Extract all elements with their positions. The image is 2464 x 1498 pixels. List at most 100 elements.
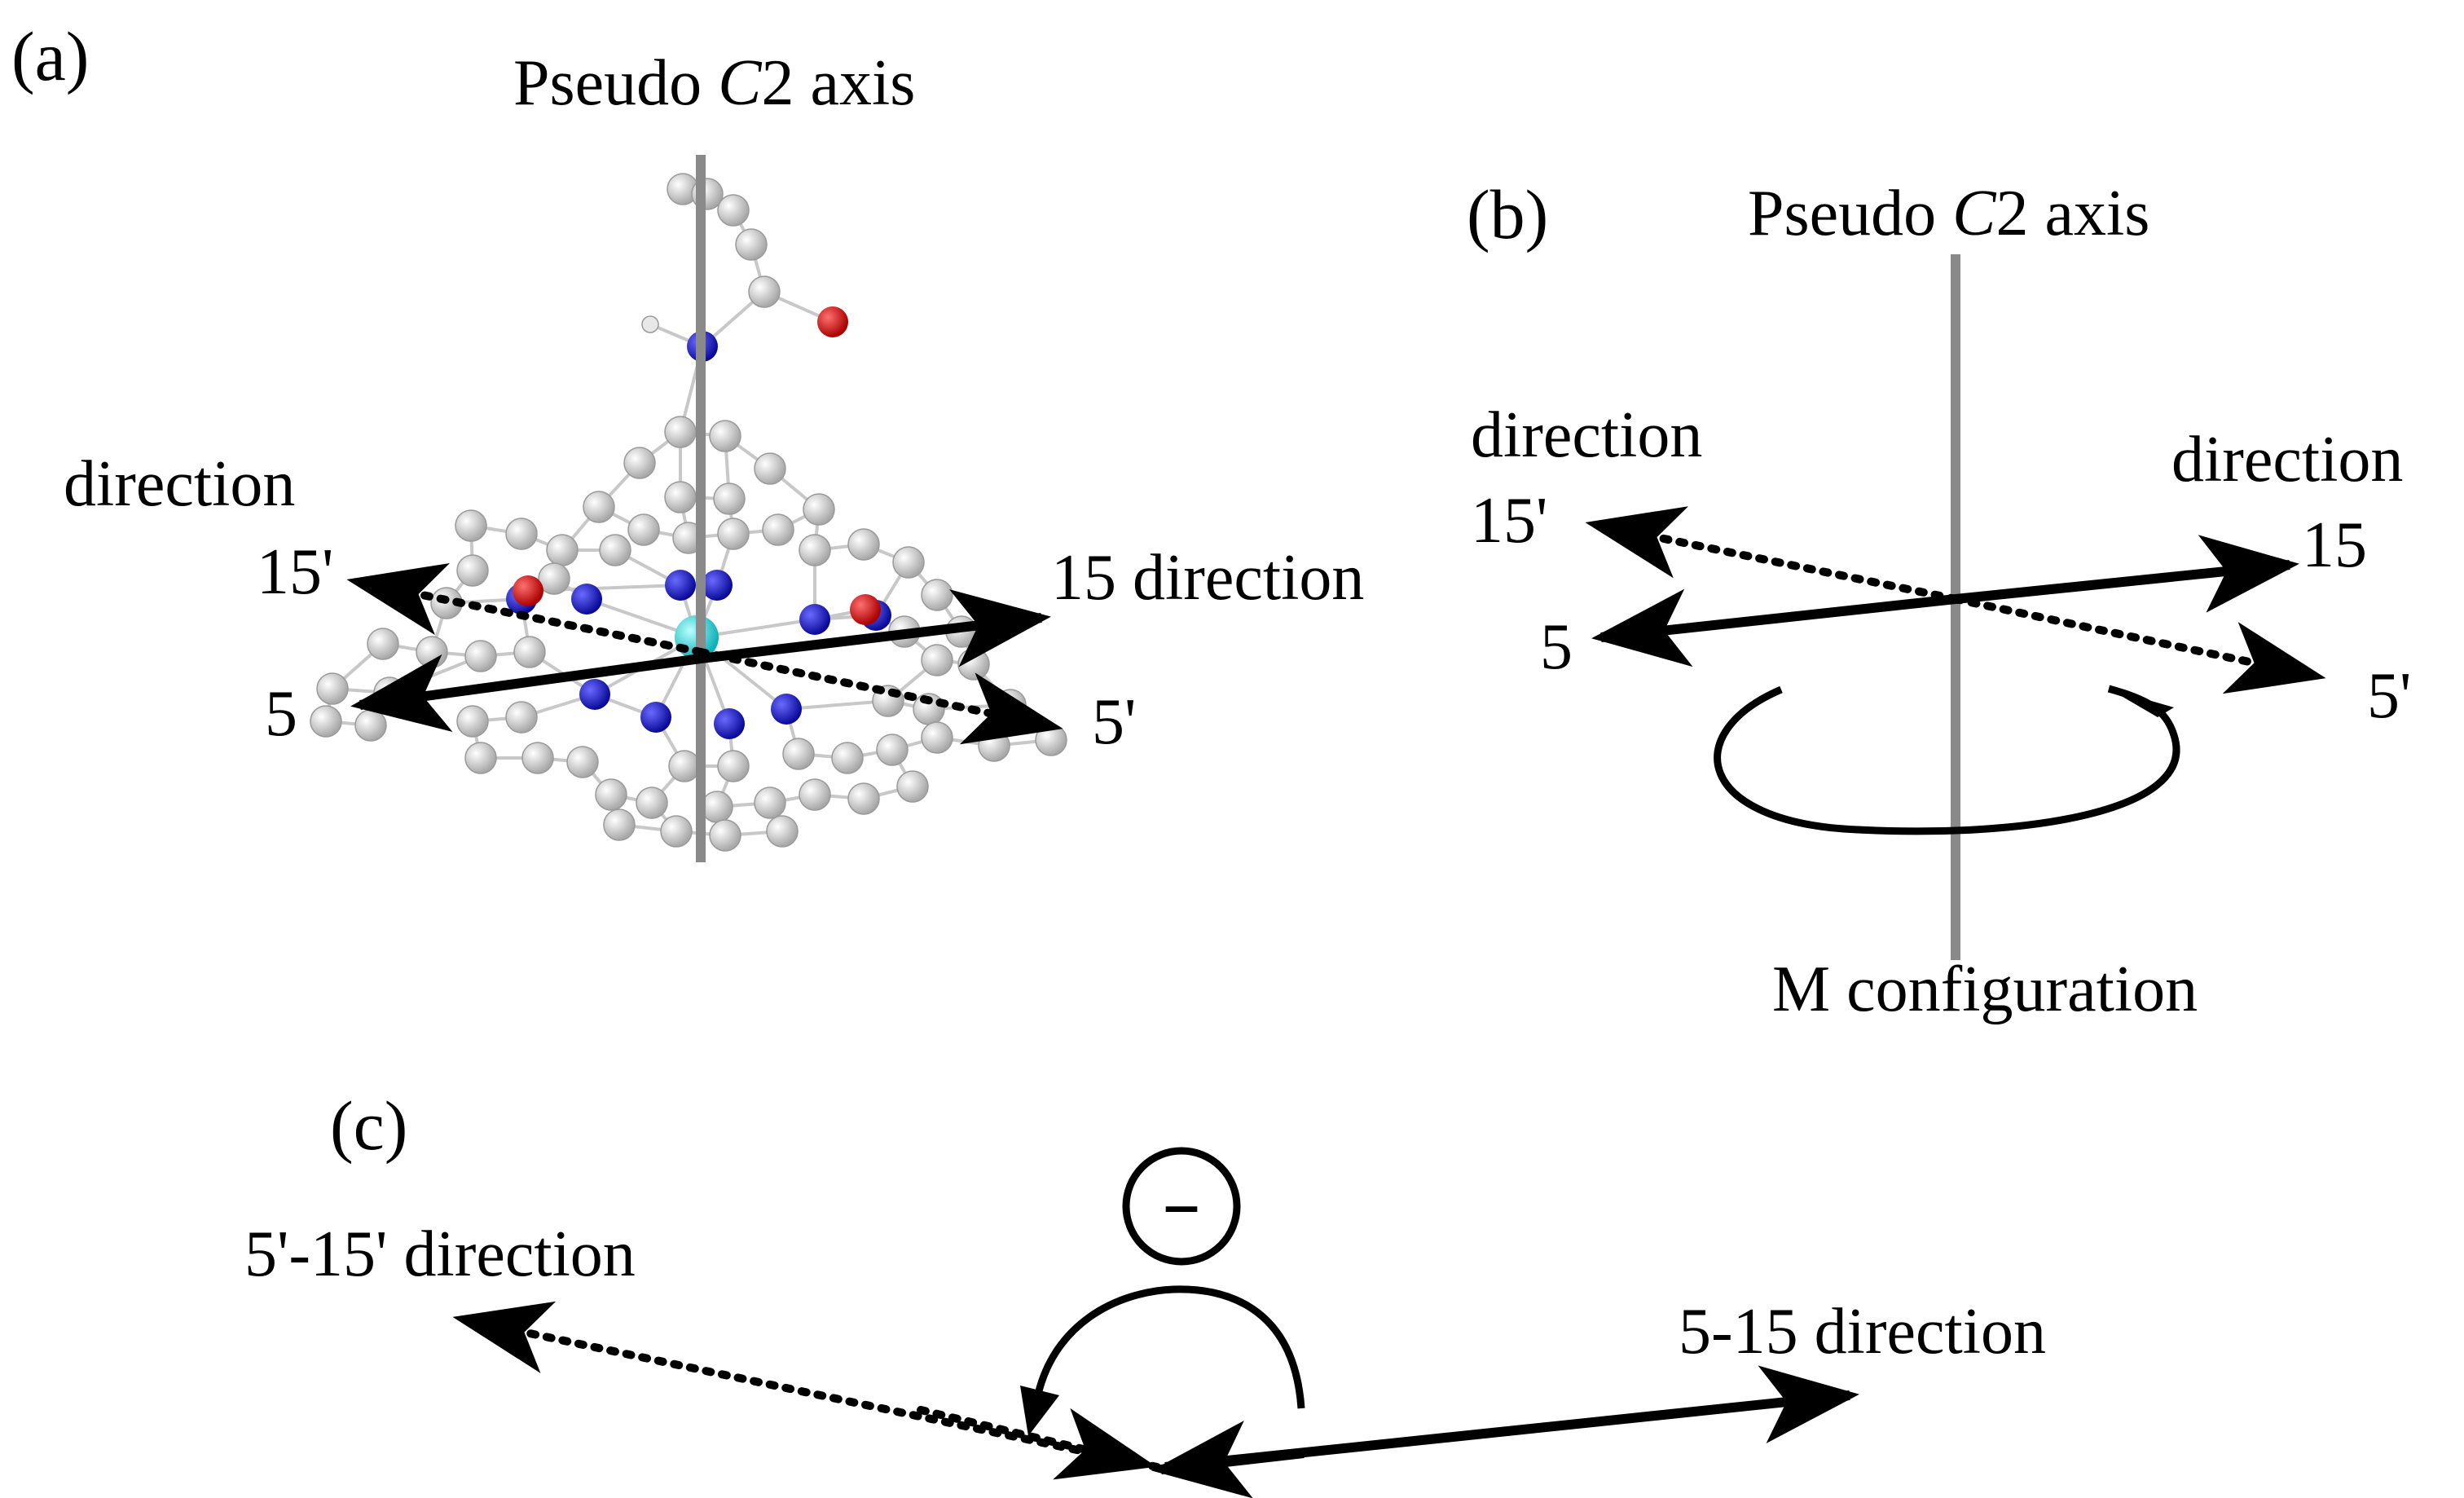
- panel-b-15prime-label: 15': [1471, 485, 1547, 557]
- carbon-atom: [748, 275, 781, 308]
- carbon-atom: [713, 482, 746, 515]
- carbon-atom: [847, 782, 880, 815]
- panel-c-negative-sign: –: [1162, 1158, 1201, 1249]
- carbon-atom: [717, 518, 750, 550]
- carbon-atom: [799, 778, 831, 811]
- carbon-atom: [921, 579, 953, 611]
- carbon-atom: [799, 534, 831, 566]
- molecule-bond: [785, 699, 889, 711]
- panel-c-arrow-5prime-15prime: [452, 1301, 1161, 1471]
- carbon-atom: [505, 701, 538, 734]
- carbon-atom: [1035, 724, 1067, 756]
- oxygen-atom: [817, 306, 848, 337]
- oxygen-atom: [850, 594, 881, 625]
- oxygen-atom: [513, 575, 543, 606]
- panel-b: (b) Pseudo C2 axis direction 15' 5 direc…: [1467, 175, 2411, 1025]
- panel-a-arrow-5: [350, 654, 702, 732]
- carbon-atom: [599, 534, 631, 566]
- carbon-atom: [892, 546, 925, 579]
- panel-c-rotation-arrowhead: [1020, 1386, 1059, 1436]
- nitrogen-atom: [665, 570, 696, 601]
- carbon-atom: [505, 518, 538, 550]
- carbon-atom: [456, 705, 489, 738]
- carbon-atom: [603, 808, 636, 841]
- carbon-atom: [546, 534, 579, 566]
- carbon-atom: [583, 491, 615, 523]
- carbon-atom: [316, 672, 349, 705]
- panel-b-caption: M configuration: [1772, 954, 2198, 1025]
- carbon-atom: [735, 228, 768, 261]
- carbon-atom: [701, 791, 733, 823]
- hydrogen-atom: [641, 315, 659, 333]
- panel-c-left-label: 5'-15' direction: [244, 1218, 636, 1290]
- panel-b-15-label: 15: [2302, 509, 2367, 581]
- carbon-atom: [521, 742, 554, 774]
- nitrogen-atom: [579, 679, 610, 710]
- carbon-atom: [464, 742, 497, 774]
- carbon-atom: [717, 194, 750, 227]
- panel-c-right-label: 5-15 direction: [1679, 1296, 2046, 1368]
- carbon-atom: [354, 709, 387, 742]
- carbon-atom: [595, 778, 627, 811]
- carbon-atom: [627, 513, 660, 546]
- carbon-atom: [456, 554, 489, 587]
- carbon-atom: [921, 721, 953, 754]
- panel-a: (a) Pseudo C2 axis direction 15' 5 15 di…: [11, 17, 1364, 862]
- panel-a-5-label: 5: [265, 678, 297, 750]
- panel-c-tag: (c): [330, 1086, 407, 1165]
- nitrogen-atom: [799, 604, 830, 635]
- panel-b-arrow-5prime: [1951, 595, 2326, 694]
- carbon-atom: [921, 644, 953, 676]
- panel-a-5prime-label: 5': [1092, 686, 1136, 758]
- carbon-atom: [538, 562, 570, 595]
- panel-c-arrow-dotted-tip: [917, 1406, 1157, 1480]
- nitrogen-atom: [771, 694, 802, 725]
- panel-b-5prime-label: 5': [2367, 660, 2411, 732]
- panel-b-arrow-15: [1955, 535, 2299, 613]
- panel-a-direction-label: direction: [64, 448, 295, 520]
- molecule-structure: [310, 173, 1067, 852]
- panel-c-arrow-5-15-back: [1151, 1421, 1305, 1498]
- carbon-atom: [636, 786, 668, 819]
- panel-a-arrow-15: [700, 589, 1051, 667]
- panel-a-15-direction-label: 15 direction: [1051, 542, 1364, 614]
- carbon-atom: [782, 738, 815, 770]
- carbon-atom: [876, 734, 909, 766]
- panel-b-rotation-arrow: [1714, 685, 2180, 835]
- nitrogen-atom: [571, 584, 602, 615]
- carbon-atom: [847, 528, 880, 561]
- panel-b-tag: (b): [1467, 175, 1548, 253]
- carbon-atom: [831, 742, 864, 774]
- panel-a-arrow-5prime: [697, 648, 1063, 745]
- carbon-atom: [762, 513, 794, 546]
- panel-b-arrow-15prime: [1585, 506, 1960, 603]
- carbon-atom: [660, 815, 693, 848]
- panel-b-direction-left-label: direction: [1471, 399, 1702, 471]
- panel-a-15prime-label: 15': [257, 536, 333, 608]
- carbon-atom: [709, 420, 741, 452]
- carbon-atom: [668, 750, 701, 782]
- carbon-atom: [717, 750, 750, 782]
- panel-b-5-label: 5: [1540, 611, 1573, 683]
- panel-b-direction-right-label: direction: [2171, 424, 2403, 496]
- carbon-atom: [416, 636, 448, 668]
- carbon-atom: [664, 481, 697, 513]
- carbon-atom: [754, 786, 786, 819]
- carbon-atom: [513, 636, 546, 668]
- carbon-atom: [978, 729, 1010, 762]
- carbon-atom: [957, 648, 990, 681]
- carbon-atom: [664, 416, 697, 448]
- nitrogen-atom: [640, 702, 671, 733]
- carbon-atom: [709, 819, 741, 852]
- carbon-atom: [566, 746, 599, 778]
- carbon-atom: [464, 640, 497, 672]
- panel-a-tag: (a): [11, 17, 89, 95]
- nitrogen-atom: [702, 570, 733, 601]
- panel-b-rotation-arrowhead: [2109, 689, 2174, 717]
- carbon-atom: [623, 447, 656, 479]
- panel-a-axis-title: Pseudo C2 axis: [513, 47, 915, 119]
- carbon-atom: [455, 509, 487, 542]
- panel-a-arrow-15prime: [346, 562, 705, 656]
- panel-c: (c) – 5'-15' direction 5-15 direction: [244, 1086, 2046, 1498]
